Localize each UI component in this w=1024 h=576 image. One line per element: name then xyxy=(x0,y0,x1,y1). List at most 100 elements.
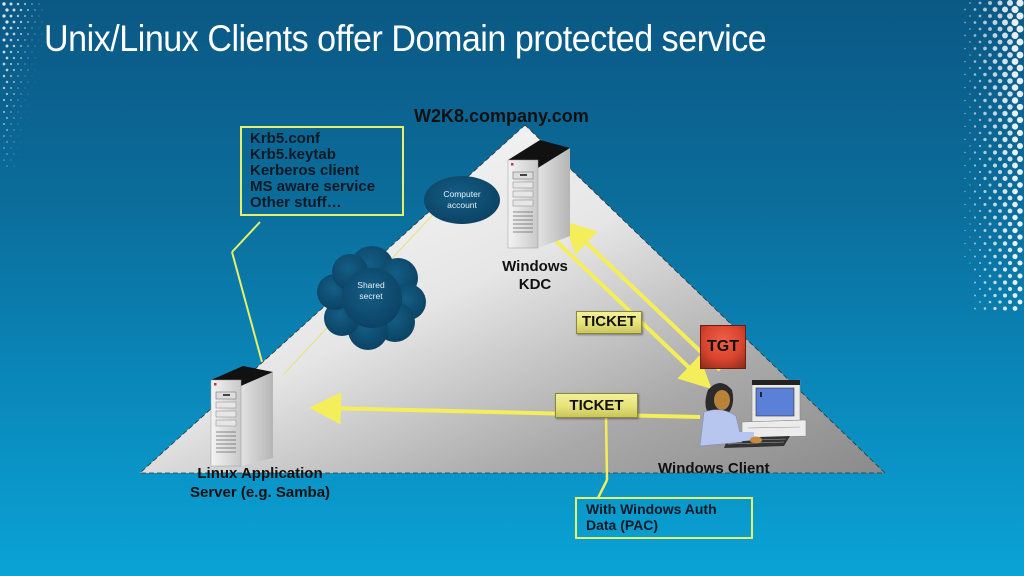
decor-dot xyxy=(17,147,19,149)
decor-dot xyxy=(979,275,981,277)
decor-dot xyxy=(969,132,971,134)
decor-dot xyxy=(27,117,29,119)
decor-dot xyxy=(988,92,992,96)
decor-dot xyxy=(973,229,977,232)
decor-dot xyxy=(1017,182,1023,188)
decor-dot xyxy=(6,165,8,167)
decor-dot xyxy=(19,20,23,24)
domain-label: W2K8.company.com xyxy=(414,106,589,126)
decor-dot xyxy=(1016,116,1024,124)
decor-dot xyxy=(969,119,971,121)
decor-dot xyxy=(964,190,966,193)
decor-dot xyxy=(1016,129,1024,137)
decor-dot xyxy=(5,104,9,108)
decor-dot xyxy=(992,111,998,116)
decor-dot xyxy=(983,33,987,38)
decor-dot xyxy=(1016,12,1024,20)
decor-dot xyxy=(992,85,998,90)
decor-dot xyxy=(998,222,1002,226)
decor-dot xyxy=(1006,0,1014,7)
decor-dot xyxy=(41,33,43,35)
decor-dot xyxy=(978,144,982,148)
decor-dot xyxy=(1016,77,1024,85)
decor-dot xyxy=(16,38,20,42)
decor-dot xyxy=(12,44,16,48)
shared-secret-label: Shared secret xyxy=(340,280,402,302)
linux-server-label-line: Linux Application xyxy=(197,465,323,482)
decor-dot xyxy=(983,189,987,194)
decor-dot xyxy=(19,44,23,48)
decor-dot xyxy=(993,202,997,207)
decor-dot xyxy=(1007,26,1013,32)
decor-dot xyxy=(978,183,982,187)
decor-dot xyxy=(973,203,977,206)
decor-dot xyxy=(992,72,998,77)
decor-dot xyxy=(10,147,12,149)
decor-dot xyxy=(1002,71,1008,78)
decor-dot xyxy=(979,262,981,264)
decor-dot xyxy=(1017,273,1023,279)
decor-dot xyxy=(1011,84,1019,91)
decor-dot xyxy=(969,15,971,17)
decor-dot xyxy=(1002,19,1008,26)
decor-dot xyxy=(12,68,16,72)
decor-dot xyxy=(988,79,992,83)
decor-dot xyxy=(988,1,992,5)
decor-dot xyxy=(1016,64,1024,72)
decor-dot xyxy=(20,81,22,83)
decor-dot xyxy=(974,268,976,271)
decor-dot xyxy=(979,301,981,303)
decor-dot xyxy=(964,255,966,258)
decor-dot xyxy=(973,21,977,24)
decor-dot xyxy=(969,184,971,186)
decor-dot xyxy=(973,177,977,180)
decor-dot xyxy=(988,183,992,187)
decor-dot xyxy=(1002,149,1008,156)
decor-dot xyxy=(1007,104,1013,110)
decor-dot xyxy=(1002,176,1008,181)
decor-dot xyxy=(12,80,16,84)
decor-dot xyxy=(973,112,977,115)
ticket-badge-lower: TICKET xyxy=(555,393,638,418)
decor-dot xyxy=(993,267,997,272)
decor-dot xyxy=(9,50,13,54)
decor-dot xyxy=(964,8,966,11)
decor-dot xyxy=(1002,215,1008,220)
decor-dot xyxy=(988,248,992,252)
config-item: Kerberos client xyxy=(250,162,360,179)
decor-dot xyxy=(964,125,966,128)
decor-dot xyxy=(969,210,971,212)
decor-dot xyxy=(997,130,1003,136)
decor-dot xyxy=(992,150,998,155)
decor-dot xyxy=(964,242,966,245)
decor-dot xyxy=(6,153,8,155)
decor-dot xyxy=(997,52,1003,58)
decor-dot xyxy=(16,26,20,30)
decor-dot xyxy=(13,117,15,119)
decor-dot xyxy=(988,53,992,57)
decor-dot xyxy=(992,98,998,103)
decor-dot xyxy=(9,14,13,18)
decor-dot xyxy=(988,300,992,304)
decor-dot xyxy=(3,123,5,125)
decor-dot xyxy=(983,59,987,64)
decor-dot xyxy=(41,21,43,23)
decor-dot xyxy=(1011,110,1019,117)
decor-dot xyxy=(34,33,36,35)
decor-dot xyxy=(13,93,15,95)
decor-dot xyxy=(969,54,971,56)
decor-dot xyxy=(997,104,1003,110)
decor-dot xyxy=(964,203,966,206)
decor-dot xyxy=(983,268,987,271)
decor-dot xyxy=(1002,267,1008,272)
decor-dot xyxy=(1016,0,1024,7)
decor-dot xyxy=(10,99,12,101)
decor-dot xyxy=(10,123,12,125)
decor-dot xyxy=(24,123,26,125)
decor-dot xyxy=(2,74,6,78)
decor-dot xyxy=(24,27,26,29)
decor-dot xyxy=(993,215,997,220)
decor-dot xyxy=(983,229,987,232)
decor-dot xyxy=(3,147,5,149)
